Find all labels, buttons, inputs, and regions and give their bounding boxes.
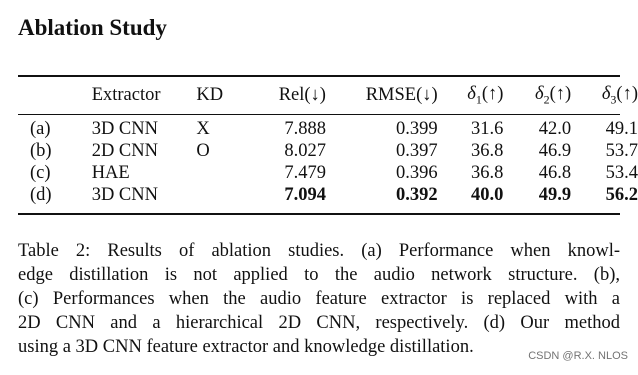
row-delta3: 56.2 [605,185,638,205]
header-rmse: RMSE(↓) [365,85,438,105]
row-rel: 7.888 [284,119,326,139]
row-delta2: 46.8 [538,163,572,183]
row-delta3: 53.7 [605,141,638,161]
caption-line: using a 3D CNN feature extractor and kno… [18,337,474,357]
row-delta2: 42.0 [538,119,572,139]
row-rmse: 0.399 [396,119,438,139]
row-kd [196,184,236,206]
row-kd: X [196,119,210,139]
row-rel: 8.027 [284,141,326,161]
row-delta1: 36.8 [471,163,504,183]
header-label [18,77,92,114]
table-row-d: (d) 3D CNN 7.094 0.392 40.0 49.9 56.2 [18,184,638,206]
header-kd: KD [196,85,224,105]
row-delta2: 49.9 [538,185,572,205]
table-header-rule [18,114,620,115]
row-extractor: 3D CNN [91,185,158,205]
watermark: CSDN @R.X. NLOS [528,350,628,362]
row-rmse: 0.396 [396,163,438,183]
row-kd [196,162,236,184]
row-rmse: 0.397 [396,141,438,161]
caption-line: 2D CNN and a hierarchical 2D CNN, respec… [18,313,620,333]
header-delta1: δ1(↑) [438,77,504,114]
page-title: Ablation Study [18,15,167,40]
header-delta2-sub: 2 [543,92,550,107]
table-caption: Table 2: Results of ablation studies. (a… [18,239,620,359]
header-delta1-symbol: δ [467,83,476,104]
header-rel: Rel(↓) [278,85,326,105]
row-delta1: 36.8 [471,141,504,161]
header-delta3-symbol: δ [601,83,611,104]
table-top-rule [18,75,620,77]
row-delta3: 53.4 [605,163,638,183]
header-delta3: δ3(↑) [571,77,638,114]
row-delta1: 40.0 [471,185,504,205]
row-rel: 7.094 [284,185,326,205]
row-rmse: 0.392 [396,185,438,205]
header-delta1-sub: 1 [475,92,482,107]
row-delta2: 46.9 [538,141,572,161]
caption-line: Table 2: Results of ablation studies. (a… [18,241,620,261]
header-delta2-symbol: δ [534,83,544,104]
caption-line: (c) Performances when the audio feature … [18,289,620,309]
header-delta2-arrow: (↑) [549,83,572,104]
ablation-table: Extractor KD Rel(↓) RMSE(↓) δ1(↑) δ2(↑) … [18,77,638,206]
table-bottom-rule [18,213,620,215]
row-extractor: 3D CNN [91,119,158,139]
caption-line: edge distillation is not applied to the … [18,265,620,285]
table-row-c: (c) HAE 7.479 0.396 36.8 46.8 53.4 [18,162,638,184]
row-kd: O [196,141,210,161]
row-rel: 7.479 [284,163,326,183]
header-delta3-sub: 3 [610,92,617,107]
row-delta3: 49.1 [605,119,638,139]
header-delta1-arrow: (↑) [481,83,504,104]
header-extractor: Extractor [91,85,161,105]
table-row-a: (a) 3D CNN X 7.888 0.399 31.6 42.0 49.1 [18,114,638,140]
row-label: (d) [30,185,52,205]
row-delta1: 31.6 [471,119,504,139]
row-extractor: HAE [91,163,130,183]
row-extractor: 2D CNN [91,141,158,161]
header-delta2: δ2(↑) [503,77,571,114]
row-label: (a) [30,119,51,139]
table-header-row: Extractor KD Rel(↓) RMSE(↓) δ1(↑) δ2(↑) … [18,77,638,114]
row-label: (c) [30,163,51,183]
row-label: (b) [30,141,52,161]
header-delta3-arrow: (↑) [616,83,638,104]
table-row-b: (b) 2D CNN O 8.027 0.397 36.8 46.9 53.7 [18,140,638,162]
